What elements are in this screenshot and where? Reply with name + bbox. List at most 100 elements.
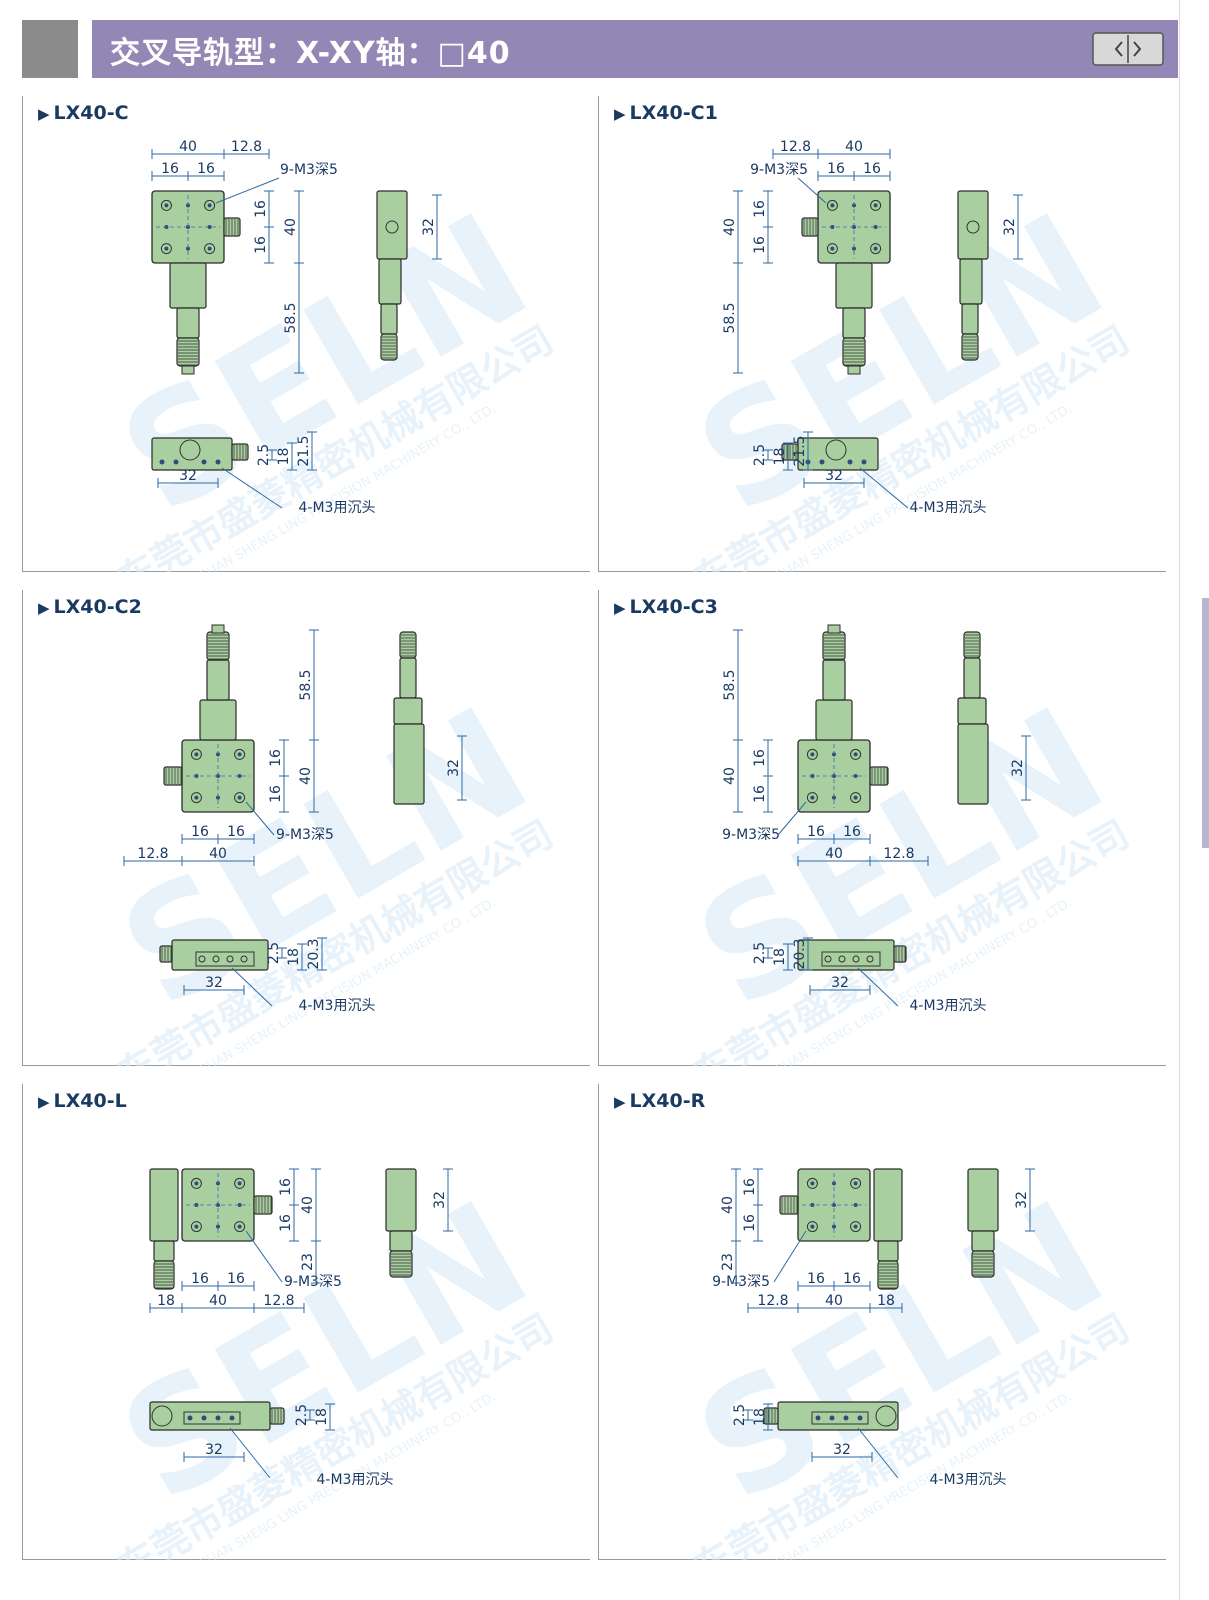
- dimension-label: 58.5: [283, 302, 299, 333]
- countersunk-hole: [857, 1415, 863, 1421]
- dimension-label: 23: [300, 1253, 316, 1271]
- dimension-label: 18: [772, 948, 788, 966]
- micrometer-knob: [389, 1250, 413, 1278]
- countersunk-hole: [861, 459, 867, 465]
- micrometer-tip: [847, 365, 861, 375]
- micrometer-knob: [961, 333, 979, 361]
- bottom-view-slot: [183, 1411, 241, 1425]
- dimension-label: 40: [825, 1293, 843, 1309]
- side-view-hole: [385, 220, 399, 234]
- tapped-hole: [853, 1203, 858, 1207]
- tapped-hole: [237, 1181, 242, 1186]
- bottom-view-slot: [195, 951, 255, 967]
- dimension-label: 16: [268, 749, 284, 767]
- dimension-label: 16: [752, 200, 768, 218]
- page-edge-line: [1179, 0, 1180, 1600]
- countersunk-hole: [229, 1415, 235, 1421]
- micrometer-knob: [163, 766, 183, 786]
- countersunk-hole: [215, 1415, 221, 1421]
- dimension-label: 9-M3深5: [284, 1274, 342, 1290]
- micrometer-body: [389, 1230, 413, 1252]
- micrometer-tip: [827, 624, 841, 634]
- tapped-hole: [186, 246, 190, 251]
- tapped-hole: [207, 246, 212, 251]
- leader-line: [797, 177, 827, 204]
- dimension-label: 16: [268, 785, 284, 803]
- dimension-label: 18: [157, 1293, 175, 1309]
- mounting-hole: [204, 199, 216, 211]
- side-view-stage: [957, 190, 989, 260]
- tapped-hole: [830, 203, 835, 208]
- dimension-label: 58.5: [298, 669, 314, 700]
- dimension-label: 40: [283, 218, 299, 236]
- mounting-hole: [826, 243, 838, 255]
- countersunk-hole: [240, 955, 248, 963]
- dimension-label: 2.5: [256, 444, 272, 466]
- bottom-view-boss: [179, 439, 201, 461]
- dimension-label: 16: [843, 1271, 861, 1287]
- dimension-label: 32: [1010, 759, 1026, 777]
- panel-title: ▶LX40-C: [38, 102, 129, 124]
- dimension-label: 4-M3用沉头: [299, 500, 376, 516]
- bottom-view-stage: [149, 1401, 271, 1431]
- countersunk-hole: [201, 1415, 207, 1421]
- countersunk-hole: [159, 459, 165, 465]
- leader-line: [773, 1230, 807, 1283]
- micrometer-body: [206, 659, 230, 701]
- tapped-hole: [237, 1224, 242, 1229]
- header-band: [92, 20, 1178, 78]
- bottom-view-stage: [151, 437, 233, 471]
- side-view-bracket: [378, 258, 402, 305]
- micrometer-body: [399, 657, 417, 699]
- micrometer-body: [176, 307, 200, 339]
- mounting-hole: [234, 1221, 246, 1233]
- bottom-view-boss: [151, 1405, 173, 1427]
- micrometer-body: [842, 307, 866, 339]
- dimension-label: 4-M3用沉头: [910, 500, 987, 516]
- side-view-bracket: [957, 697, 987, 725]
- bottom-view-boss: [825, 439, 847, 461]
- tapped-hole: [810, 1181, 815, 1186]
- tapped-hole: [873, 246, 878, 251]
- dimension-label: 58.5: [722, 669, 738, 700]
- countersunk-hole: [847, 459, 853, 465]
- dimension-label: 32: [205, 975, 223, 991]
- micrometer-bracket: [835, 262, 873, 309]
- mounting-hole: [190, 748, 202, 760]
- micrometer-body: [822, 659, 846, 701]
- tapped-hole: [810, 1224, 815, 1229]
- side-view-stage: [957, 723, 989, 805]
- dimension-label: 16: [161, 161, 179, 177]
- dimension-label: 58.5: [722, 302, 738, 333]
- dimension-label: 4-M3用沉头: [930, 1472, 1007, 1488]
- dimension-label: 12.8: [231, 139, 262, 155]
- side-view-hole: [966, 220, 980, 234]
- micrometer-body: [877, 1240, 899, 1262]
- mounting-hole: [160, 199, 172, 211]
- side-view-stage: [376, 190, 408, 260]
- dimension-label: 16: [827, 161, 845, 177]
- mounting-hole: [204, 243, 216, 255]
- panel-title: ▶LX40-C3: [614, 596, 718, 618]
- triangle-icon: ▶: [614, 599, 626, 617]
- dimension-label: 16: [742, 1178, 758, 1196]
- split-arrows-icon: [1092, 32, 1164, 66]
- dimension-label: 40: [209, 846, 227, 862]
- dimension-label: 9-M3深5: [280, 162, 338, 178]
- mounting-hole: [190, 1221, 202, 1233]
- triangle-icon: ▶: [38, 1093, 50, 1111]
- micrometer-knob: [380, 333, 398, 361]
- dimension-label: 9-M3深5: [750, 162, 808, 178]
- dimension-label: 16: [752, 749, 768, 767]
- tapped-hole: [853, 1224, 858, 1229]
- panel-title: ▶LX40-R: [614, 1090, 706, 1112]
- tapped-hole: [830, 246, 835, 251]
- dimension-label: 16: [742, 1214, 758, 1232]
- tapped-hole: [194, 1224, 199, 1229]
